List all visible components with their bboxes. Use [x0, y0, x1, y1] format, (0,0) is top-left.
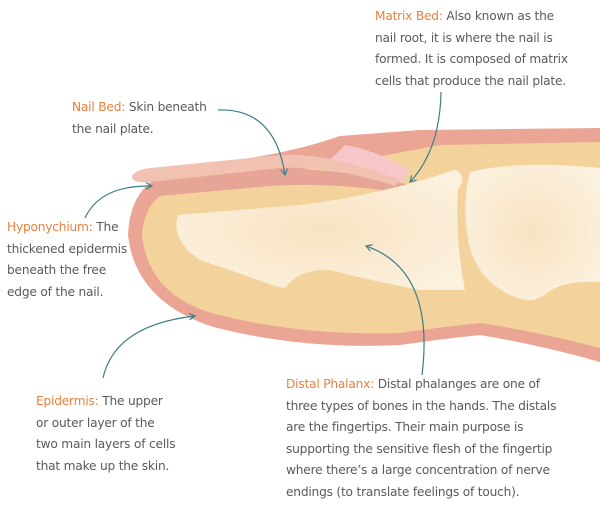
distal-phalanx-label: Distal Phalanx: Distal phalanges are one… — [286, 374, 556, 503]
nail-bed — [150, 168, 410, 196]
label-text: where there’s a large concentration of n… — [286, 463, 550, 477]
label-text: Also known as the — [442, 9, 554, 23]
epidermis-label: Epidermis: The upper or outer layer of t… — [36, 391, 176, 477]
label-text: or outer layer of the — [36, 415, 155, 430]
distal-phalanx-bone — [176, 170, 465, 290]
label-text: two main layers of cells — [36, 437, 176, 451]
label-text: formed. It is composed of matrix — [375, 52, 568, 66]
label-text: nail root, it is where the nail is — [375, 30, 553, 45]
label-text: that make up the skin. — [36, 458, 170, 473]
matrix-bed-label: Matrix Bed: Also known as the nail root,… — [375, 6, 568, 92]
matrix-bed-title: Matrix Bed: — [375, 9, 443, 23]
label-text: The — [92, 220, 119, 234]
label-text: The upper — [98, 394, 163, 408]
epidermis-title: Epidermis: — [36, 394, 99, 408]
hyponychium-arrow — [84, 182, 154, 219]
label-text: Distal phalanges are one of — [374, 377, 540, 391]
distal-phalanx-title: Distal Phalanx: — [286, 377, 375, 391]
label-text: supporting the sensitive flesh of the fi… — [286, 441, 553, 456]
label-text: are the fingertips. Their main purpose i… — [286, 420, 524, 434]
nail-bed-label: Nail Bed: Skin beneath the nail plate. — [72, 97, 207, 140]
matrix-bed-arrow — [409, 91, 442, 183]
middle-phalanx-bone — [465, 164, 600, 300]
label-text: beneath the free — [7, 263, 107, 277]
label-text: cells that produce the nail plate. — [375, 73, 566, 88]
nail-bed-arrow — [217, 109, 289, 177]
distal-phalanx-arrow — [364, 244, 425, 376]
label-text: edge of the nail. — [7, 284, 104, 299]
nail-plate — [132, 154, 400, 186]
hyponychium-label: Hyponychium: The thickened epidermis ben… — [7, 217, 127, 303]
label-text: thickened epidermis — [7, 241, 128, 256]
hyponychium-title: Hyponychium: — [7, 220, 93, 234]
label-text: Skin beneath — [125, 100, 207, 114]
matrix-bed — [330, 145, 410, 185]
label-text: three types of bones in the hands. The d… — [286, 398, 557, 413]
label-text: endings (to translate feelings of touch)… — [286, 484, 520, 499]
nail-bed-title: Nail Bed: — [72, 100, 126, 114]
label-text: the nail plate. — [72, 121, 154, 136]
epidermis-arrow — [102, 312, 197, 379]
